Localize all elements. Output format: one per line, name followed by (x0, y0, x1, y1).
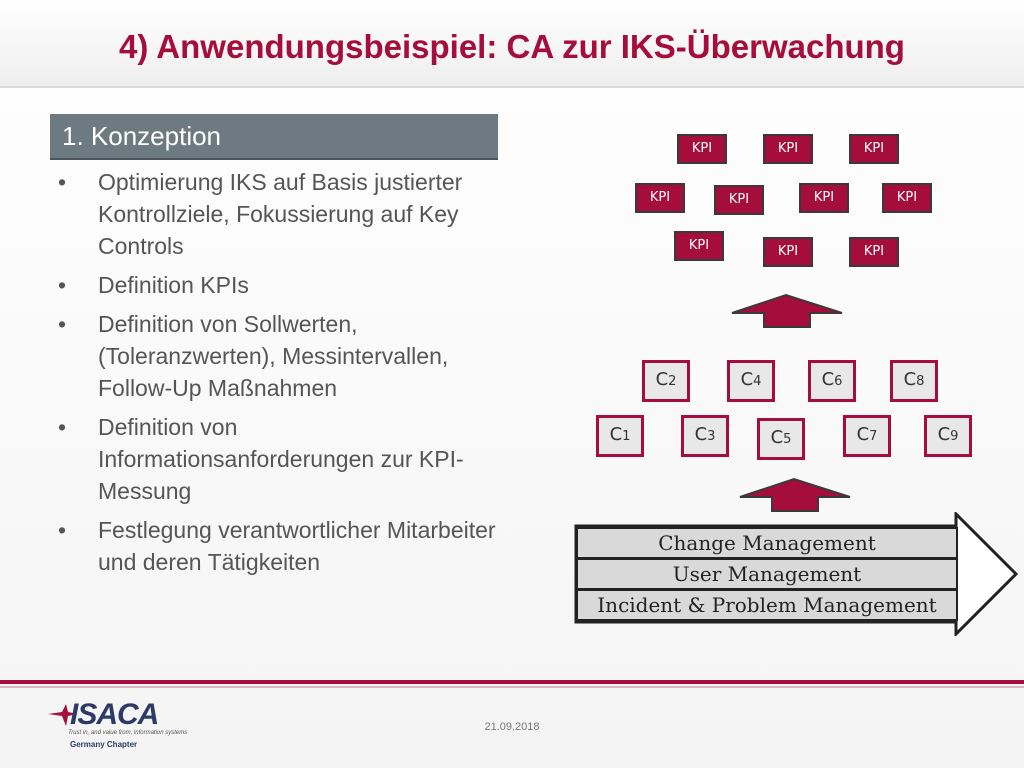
title-band: 4) Anwendungsbeispiel: CA zur IKS-Überwa… (0, 0, 1024, 88)
kpi-box: KPI (714, 185, 764, 215)
kpi-box: KPI (799, 183, 849, 213)
process-arrow-shape (574, 512, 1019, 636)
bullet-item: • Definition KPIs (58, 269, 508, 301)
up-arrow-icon (739, 477, 851, 512)
control-box-c8: C8 (890, 360, 938, 402)
footer-date: 21.09.2018 (484, 721, 540, 733)
bullet-list: • Optimierung IKS auf Basis justierter Ko… (58, 166, 508, 585)
process-change-management: Change Management (658, 531, 876, 555)
up-arrow-icon (731, 293, 843, 328)
control-box-c5: C5 (757, 418, 805, 460)
bullet-item: • Definition von Sollwerten, (Toleranzwer… (58, 308, 508, 404)
bullet-item: • Definition von Informationsanforderunge… (58, 411, 508, 507)
isaca-logo: ISACA Trust in, and value from, informat… (48, 698, 187, 754)
kpi-box: KPI (763, 134, 813, 164)
bullet-text: Festlegung verantwortlicher Mitarbeiter … (98, 517, 496, 575)
bullet-text: Definition von Informationsanforderungen… (98, 414, 464, 504)
bullet-text: Optimierung IKS auf Basis justierter Kon… (98, 169, 463, 259)
kpi-box: KPI (849, 134, 899, 164)
bullet-dot: • (58, 311, 67, 337)
section-header: 1. Konzeption (50, 114, 498, 160)
bullet-dot: • (58, 517, 67, 543)
logo-wordmark: ISACA (70, 698, 159, 731)
logo-chapter: Germany Chapter (70, 740, 138, 749)
bullet-item: • Festlegung verantwortlicher Mitarbeiter… (58, 514, 508, 578)
control-box-c3: C3 (681, 415, 729, 457)
control-box-c2: C2 (642, 360, 690, 402)
logo-tagline: Trust in, and value from, information sy… (68, 730, 188, 736)
logo-mark-icon (48, 704, 78, 726)
bullet-text: Definition KPIs (98, 272, 249, 298)
footer-divider-light (0, 686, 1024, 688)
kpi-box: KPI (677, 134, 727, 164)
section-label: 1. Konzeption (62, 121, 222, 151)
kpi-box: KPI (763, 237, 813, 267)
control-box-c4: C4 (727, 360, 775, 402)
process-user-management: User Management (672, 562, 862, 586)
kpi-box: KPI (882, 183, 932, 213)
bullet-dot: • (58, 414, 67, 440)
kpi-box: KPI (635, 183, 685, 213)
bullet-text: Definition von Sollwerten, (Toleranzwert… (98, 311, 449, 401)
control-box-c7: C7 (843, 415, 891, 457)
kpi-box: KPI (674, 231, 724, 261)
slide-title: 4) Anwendungsbeispiel: CA zur IKS-Überwa… (119, 28, 905, 65)
bullet-dot: • (58, 169, 67, 195)
bullet-dot: • (58, 272, 67, 298)
process-incident-problem-management: Incident & Problem Management (597, 593, 937, 617)
kpi-box: KPI (849, 237, 899, 267)
control-box-c9: C9 (924, 415, 972, 457)
control-box-c6: C6 (808, 360, 856, 402)
footer-divider (0, 680, 1024, 684)
bullet-item: • Optimierung IKS auf Basis justierter Ko… (58, 166, 508, 262)
control-box-c1: C1 (596, 415, 644, 457)
